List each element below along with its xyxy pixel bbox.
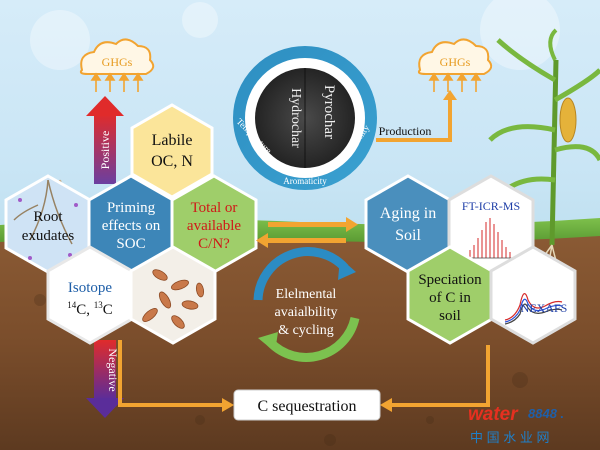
positive-label: Positive	[98, 131, 112, 170]
ghgs-label-left: GHGs	[102, 55, 133, 69]
total-line1: Total or	[191, 200, 238, 216]
hex-ft-icr-ms: FT-ICR-MS	[447, 174, 535, 274]
exchange-arrows	[256, 217, 358, 248]
priming-line1: Priming	[107, 200, 156, 216]
aging-line2: Soil	[395, 227, 421, 244]
speciation-line2: of C in	[429, 290, 471, 306]
positive-arrow: Positive	[86, 96, 124, 184]
cycle-line2: avaialbility	[275, 305, 338, 320]
hex-microbes-image	[129, 245, 217, 345]
c-sequestration-label: C sequestration	[257, 398, 356, 415]
production-arrow: Production	[376, 90, 457, 142]
production-label: Production	[379, 124, 432, 138]
hex-total-available: Total or available C/N?	[170, 174, 258, 274]
hex-labile-oc-n: Labile OC, N	[130, 103, 214, 199]
watermark-cn: 中 国 水 业 网	[470, 430, 549, 445]
sky-bokeh	[30, 0, 560, 70]
corn-plant	[488, 28, 600, 311]
soil-texture	[34, 294, 528, 446]
cycle-line1: Elelmental	[276, 287, 337, 302]
aromaticity-label: Aromaticity	[283, 176, 327, 186]
hex-nexafs: NEXAFS	[489, 245, 577, 345]
isotope-line1: Isotope	[68, 280, 113, 296]
seq-arrow-right	[380, 398, 392, 412]
speciation-line3: soil	[439, 308, 461, 324]
char-ring: Pyrochar Hydrochar Temperature Aromatici…	[233, 46, 377, 190]
root-line1: Root	[33, 209, 63, 225]
total-line2: available	[187, 218, 241, 234]
aging-line1: Aging in	[380, 205, 436, 222]
total-line3: C/N?	[198, 236, 230, 252]
negative-arrow: Negative	[86, 340, 124, 418]
pyrochar-label: Pyrochar	[321, 85, 337, 139]
labile-line2: OC, N	[151, 153, 193, 170]
sequestration-connectors	[118, 340, 490, 407]
c-sequestration-box: C sequestration	[233, 389, 381, 421]
hydrochar-label: Hydrochar	[288, 88, 303, 148]
root-line2: exudates	[22, 228, 75, 244]
ftms-label: FT-ICR-MS	[462, 199, 520, 213]
negative-label: Negative	[106, 348, 120, 391]
seq-arrow-left	[222, 398, 234, 412]
cycle-line3: & cycling	[278, 323, 334, 338]
labile-line1: Labile	[152, 132, 193, 149]
ghgs-label-right: GHGs	[440, 55, 471, 69]
watermark-brand: water	[468, 404, 519, 425]
isotope-line2: 14C, 13C	[67, 300, 113, 318]
watermark-number: 8848	[528, 406, 558, 421]
priming-line3: SOC	[116, 236, 145, 252]
ghg-cloud-right: GHGs	[417, 38, 493, 92]
priming-line2: effects on	[102, 218, 161, 234]
hex-isotope: Isotope 14C, 13C	[46, 245, 134, 345]
nexafs-label: NEXAFS	[521, 301, 568, 315]
speciation-line1: Speciation	[418, 272, 482, 288]
watermark-logo: water 8848 . 中 国 水 业 网	[468, 404, 564, 445]
ghg-cloud-left: GHGs	[79, 38, 155, 92]
hex-speciation: Speciation of C in soil	[406, 245, 494, 345]
cycle-circle: Elelmental avaialbility & cycling	[253, 247, 360, 362]
watermark-dot: .	[560, 406, 564, 421]
